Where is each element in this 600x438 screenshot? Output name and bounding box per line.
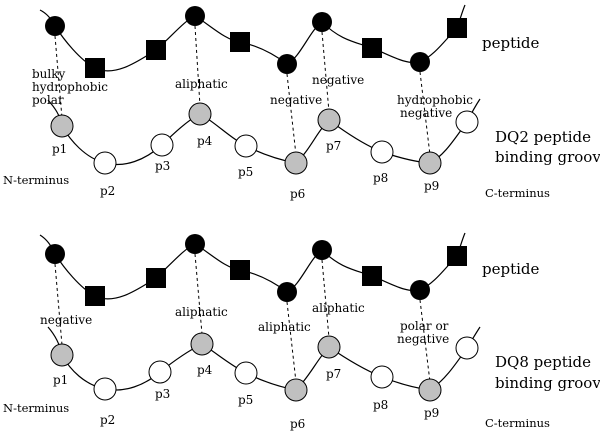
annotation-p6: aliphatic bbox=[258, 320, 311, 334]
groove-pocket-p9 bbox=[418, 151, 442, 175]
peptide-residue-square bbox=[146, 40, 166, 60]
pocket-label-p7: p7 bbox=[326, 139, 341, 153]
annotation-p7: aliphatic bbox=[312, 301, 365, 315]
annotation-p1: bulky bbox=[32, 67, 66, 81]
annotation-p4: aliphatic bbox=[175, 305, 228, 319]
pocket-label-p5: p5 bbox=[238, 165, 253, 179]
panel-dq2: peptide DQ2 peptide binding groove N-ter… bbox=[3, 4, 600, 201]
groove-pocket-p4 bbox=[188, 102, 212, 126]
groove-pocket-p3 bbox=[150, 133, 174, 157]
pocket-label-p3: p3 bbox=[155, 159, 170, 173]
groove-pocket-p2 bbox=[93, 151, 117, 175]
annotation-p9: hydrophobic bbox=[397, 93, 473, 107]
panel-dq8: peptide DQ8 peptide binding groove N-ter… bbox=[3, 232, 600, 431]
groove-pocket-end bbox=[455, 110, 479, 134]
pocket-label-p6: p6 bbox=[290, 187, 305, 201]
pocket-label-p4: p4 bbox=[197, 134, 213, 148]
n-terminus-label: N-terminus bbox=[3, 401, 69, 415]
peptide-residue-square bbox=[362, 38, 382, 58]
peptide-residue-circle bbox=[45, 16, 65, 36]
pocket-label-p6: p6 bbox=[290, 417, 305, 431]
groove-pocket-p4 bbox=[190, 332, 214, 356]
peptide-residue-circle bbox=[45, 244, 65, 264]
pocket-label-p7: p7 bbox=[326, 367, 341, 381]
annotation-p9: negative bbox=[397, 332, 449, 346]
peptide-residue-square bbox=[362, 266, 382, 286]
annotation-p1: negative bbox=[40, 313, 92, 327]
peptide-residue-circle bbox=[312, 12, 332, 32]
pocket-label-p2: p2 bbox=[100, 413, 115, 427]
peptide-residue-square bbox=[230, 260, 250, 280]
peptide-residue-square bbox=[85, 286, 105, 306]
peptide-residue-circle bbox=[277, 54, 297, 74]
peptide-label: peptide bbox=[482, 260, 540, 278]
groove-pocket-p8 bbox=[370, 140, 394, 164]
annotation-p9: negative bbox=[400, 106, 452, 120]
groove-label-line2: binding groove bbox=[495, 374, 600, 392]
groove-label-line1: DQ2 peptide bbox=[495, 128, 591, 146]
pocket-label-p1: p1 bbox=[53, 373, 68, 387]
groove-pocket-p7 bbox=[317, 335, 341, 359]
annotation-p1: hydrophobic bbox=[32, 80, 108, 94]
peptide-residue-circle bbox=[277, 282, 297, 302]
c-terminus-label: C-terminus bbox=[485, 416, 550, 430]
n-terminus-label: N-terminus bbox=[3, 173, 69, 187]
pocket-label-p8: p8 bbox=[373, 398, 388, 412]
peptide-residue-square bbox=[146, 268, 166, 288]
annotation-p6: negative bbox=[270, 93, 322, 107]
peptide-residue-circle bbox=[410, 280, 430, 300]
anchor-lines bbox=[54, 25, 431, 156]
groove-pocket-p5 bbox=[234, 361, 258, 385]
groove-pocket-p8 bbox=[370, 365, 394, 389]
groove-pocket-p5 bbox=[234, 134, 258, 158]
peptide-residue-square bbox=[447, 18, 467, 38]
groove-pocket-p1 bbox=[50, 114, 74, 138]
groove-label-line1: DQ8 peptide bbox=[495, 353, 591, 371]
groove-pocket-p3 bbox=[148, 360, 172, 384]
annotation-p1: polar bbox=[32, 93, 64, 107]
groove-pocket-p6 bbox=[284, 151, 308, 175]
annotation-p4: aliphatic bbox=[175, 77, 228, 91]
groove-label-line2: binding groove bbox=[495, 148, 600, 166]
peptide-residue-circle bbox=[185, 6, 205, 26]
groove-pocket-p1 bbox=[50, 343, 74, 367]
pocket-label-p9: p9 bbox=[424, 406, 439, 420]
pocket-label-p3: p3 bbox=[155, 387, 170, 401]
peptide-residue-circle bbox=[185, 234, 205, 254]
groove-pocket-p2 bbox=[93, 377, 117, 401]
annotation-p7: negative bbox=[312, 73, 364, 87]
groove-pocket-end bbox=[455, 336, 479, 360]
groove-pocket-p9 bbox=[418, 378, 442, 402]
pocket-label-p5: p5 bbox=[238, 393, 253, 407]
pocket-label-p1: p1 bbox=[52, 142, 67, 156]
peptide-residue-square bbox=[230, 32, 250, 52]
anchor-lines bbox=[54, 253, 431, 383]
pocket-label-p4: p4 bbox=[197, 363, 213, 377]
peptide-label: peptide bbox=[482, 34, 540, 52]
c-terminus-label: C-terminus bbox=[485, 186, 550, 200]
peptide-residue-circle bbox=[312, 240, 332, 260]
groove-pocket-p7 bbox=[317, 108, 341, 132]
peptide-residue-square bbox=[447, 246, 467, 266]
groove-pocket-p6 bbox=[284, 378, 308, 402]
pocket-label-p8: p8 bbox=[373, 171, 388, 185]
peptide-residue-circle bbox=[410, 52, 430, 72]
pocket-label-p2: p2 bbox=[100, 184, 115, 198]
annotation-p9: polar or bbox=[400, 319, 449, 333]
peptide-residue-square bbox=[85, 58, 105, 78]
pocket-label-p9: p9 bbox=[424, 179, 439, 193]
